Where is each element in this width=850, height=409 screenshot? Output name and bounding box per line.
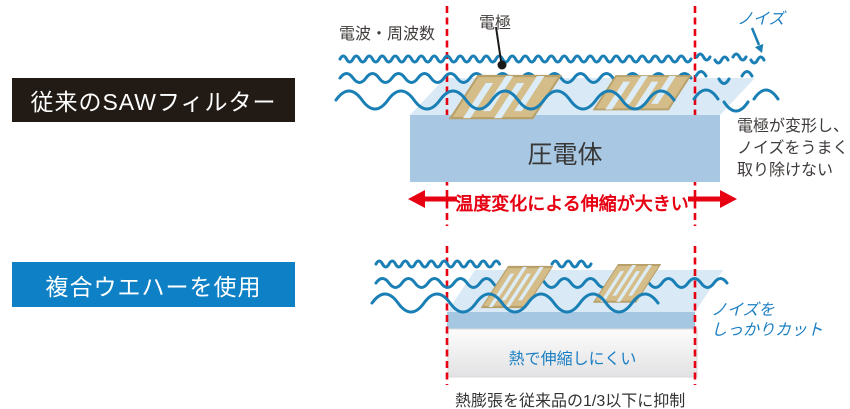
noise-arrow-top <box>750 27 764 53</box>
heat-resistant-layer-label: 熱で伸縮しにくい <box>508 351 637 368</box>
radio-wave-frequency-label: 電波・周波数 <box>339 26 436 43</box>
radio-waves-bottom <box>374 259 729 289</box>
piezo-body <box>410 115 720 182</box>
expansion-arrow-right <box>688 190 737 208</box>
noise-label-top: ノイズ <box>737 11 785 28</box>
composite-wafer-label: 複合ウエハーを使用 <box>12 262 295 307</box>
piezo-body-label: 圧電体 <box>527 141 603 169</box>
noise-waves-top-right <box>692 52 780 113</box>
expansion-arrow-left <box>408 190 457 208</box>
heat-resistant-base-layer <box>447 328 698 378</box>
electrode-pointer <box>495 26 507 70</box>
noise-cut-note: ノイズを しっかりカット <box>711 302 824 339</box>
electrode-label: 電極 <box>479 15 512 32</box>
electrode-deform-note: 電極が変形し、 ノイズをうまく 取り除けない <box>737 118 850 179</box>
conventional-filter-label: 従来のSAWフィルター <box>12 78 295 122</box>
thermal-expansion-note: 温度変化による伸縮が大きい <box>455 194 689 214</box>
piezo-thin-layer <box>447 312 695 329</box>
thermal-suppression-caption: 熱膨張を従来品の1/3以下に抑制 <box>455 393 686 409</box>
